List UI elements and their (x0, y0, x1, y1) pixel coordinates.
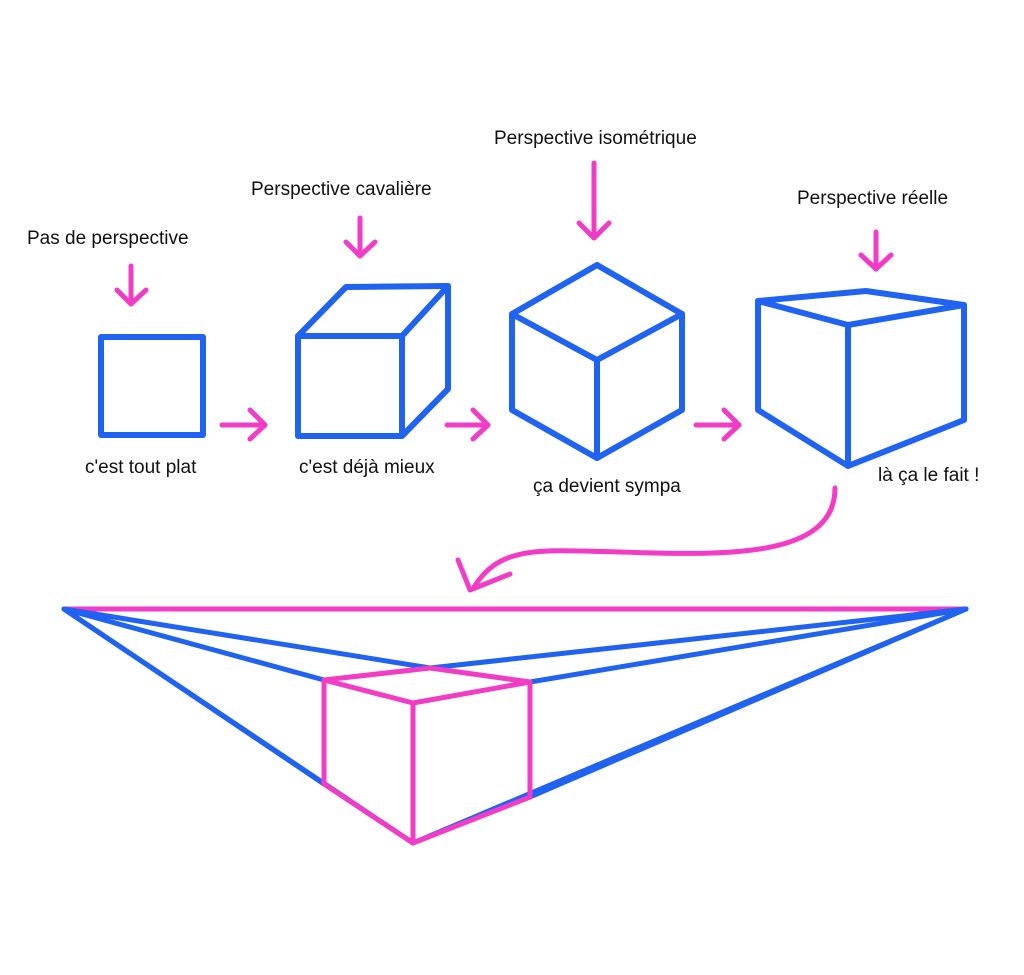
arrow-down-icon (343, 215, 378, 259)
arrow-down-icon (858, 229, 894, 272)
isometric-cube (509, 262, 685, 461)
stage-title: Perspective isométrique (494, 128, 697, 149)
arrow-down-icon (576, 160, 612, 241)
stage-title: Perspective cavalière (251, 179, 432, 200)
arrow-right-icon (219, 407, 268, 442)
real-perspective-cube (755, 288, 967, 469)
stage-title: Pas de perspective (27, 228, 189, 249)
arrow-down-icon (114, 263, 149, 307)
curved-arrow-icon (455, 485, 838, 593)
stage-caption: c'est tout plat (85, 457, 197, 478)
stage-caption: c'est déjà mieux (299, 457, 435, 478)
stage-caption: là ça le fait ! (878, 465, 980, 486)
flat-square (98, 334, 206, 438)
stage-title: Perspective réelle (797, 188, 949, 209)
vanishing-lines (61, 606, 969, 846)
perspective-box (321, 665, 533, 846)
stage-caption: ça devient sympa (533, 476, 681, 497)
cavalier-cube (295, 283, 451, 439)
arrow-right-icon (444, 407, 491, 442)
arrow-right-icon (693, 407, 742, 442)
